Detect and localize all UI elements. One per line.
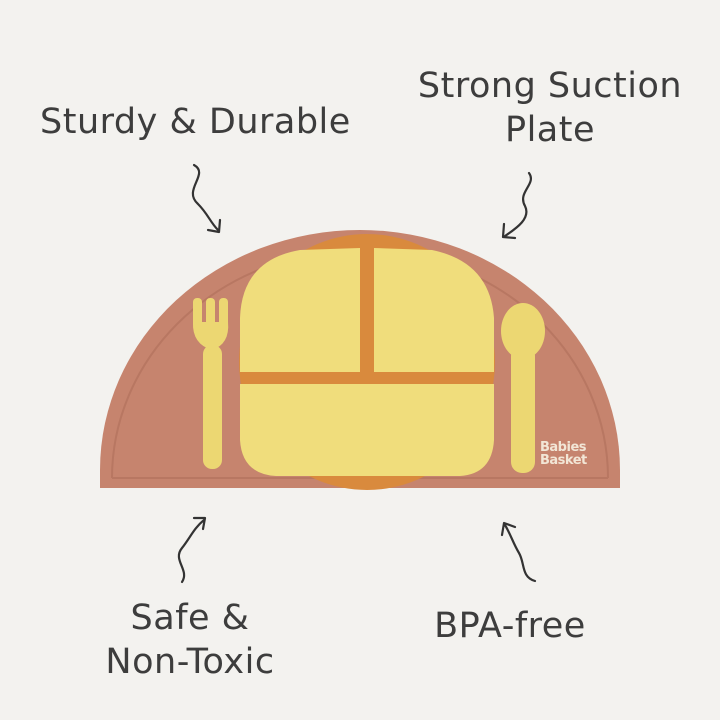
arrow-up-right-icon (177, 516, 207, 584)
spoon (501, 303, 545, 473)
label-bpa-free: BPA-free (434, 606, 586, 646)
plate-compartment-right (374, 248, 494, 372)
arrow-down-left-icon (501, 171, 532, 240)
arrow-down-right-icon (191, 163, 222, 234)
label-sturdy-durable: Sturdy & Durable (40, 102, 351, 142)
brand-logo: Babies Basket (540, 440, 587, 468)
label-safe-non-toxic: Safe & Non-Toxic (105, 598, 275, 682)
fork (192, 298, 229, 469)
plate-compartment-left (240, 248, 360, 372)
arrow-up-left-icon (500, 521, 537, 583)
label-strong-suction: Strong Suction Plate (417, 66, 683, 150)
plate-compartment-bottom (240, 384, 494, 476)
